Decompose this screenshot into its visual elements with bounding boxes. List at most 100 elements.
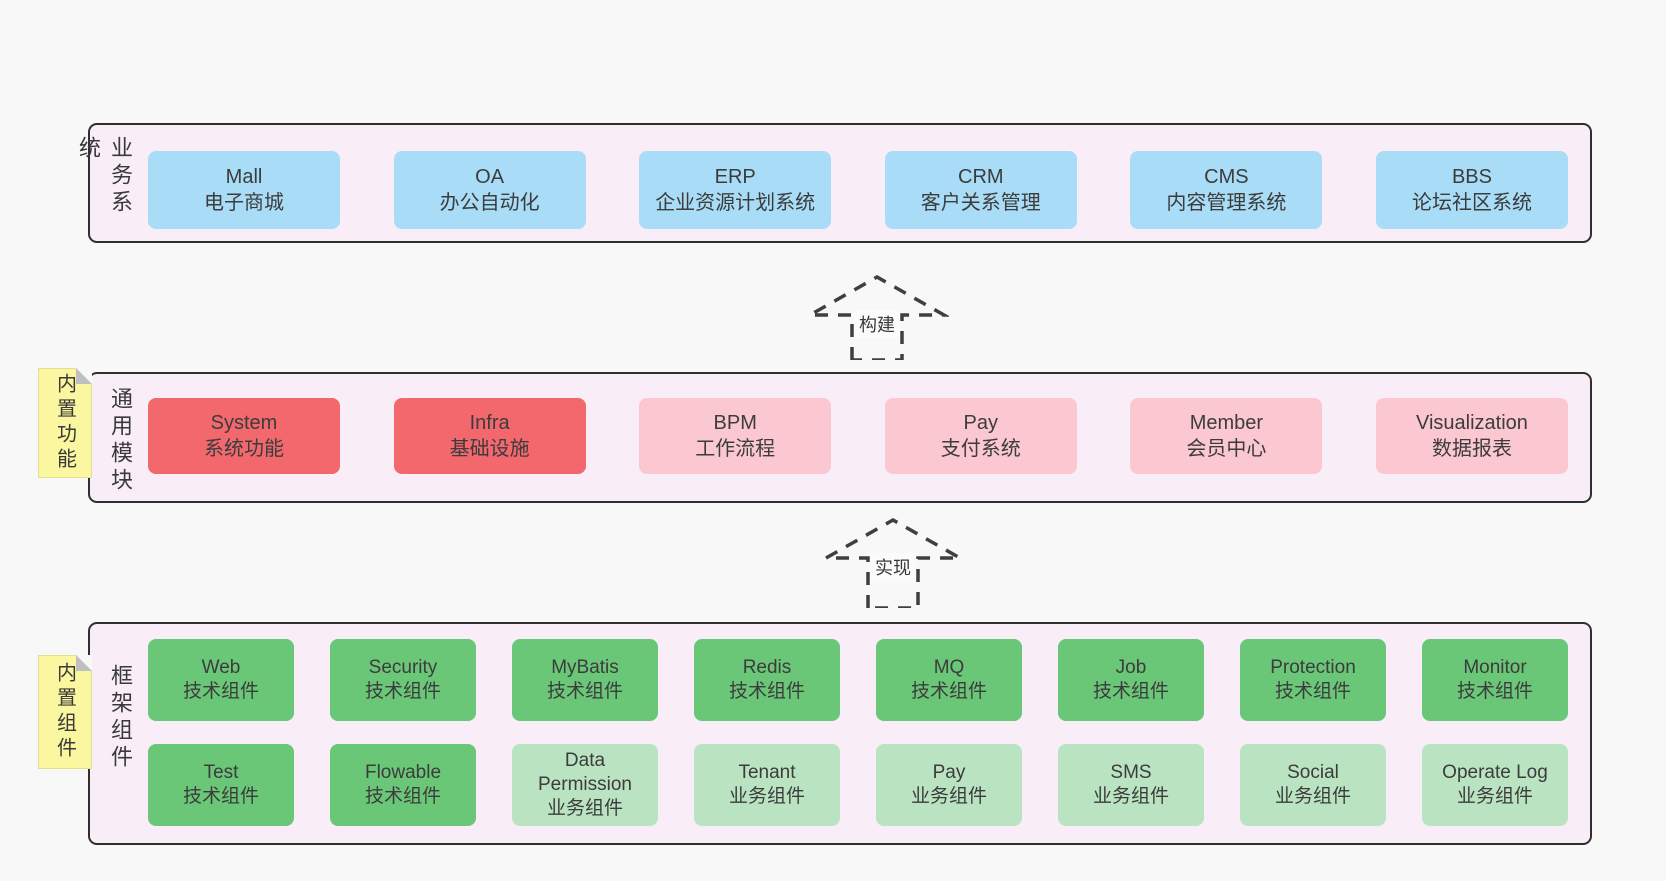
sticky-built-in-components: 内置组件 <box>38 655 92 769</box>
module-box-bpm: BPM 工作流程 <box>639 398 832 474</box>
module-box-subtitle: 企业资源计划系统 <box>655 192 816 214</box>
module-box-title: CRM <box>958 165 1004 188</box>
module-box-subtitle: 基础设施 <box>449 438 530 460</box>
sticky-built-in-features: 内置功能 <box>38 368 92 478</box>
module-box-data-permission: Data Permission 业务组件 <box>512 744 658 826</box>
module-box-subtitle: 业务组件 <box>1274 786 1351 807</box>
module-box-title: Web <box>201 656 241 678</box>
module-box-title: Monitor <box>1463 656 1527 678</box>
module-box-title: BPM <box>713 411 757 434</box>
module-box-security: Security 技术组件 <box>330 639 476 721</box>
module-box-mybatis: MyBatis 技术组件 <box>512 639 658 721</box>
build-arrow <box>805 274 949 360</box>
module-box-subtitle: 技术组件 <box>182 681 259 702</box>
module-box-title: Tenant <box>738 761 796 783</box>
module-box-erp: ERP 企业资源计划系统 <box>639 151 832 229</box>
module-box-subtitle: 数据报表 <box>1431 438 1512 460</box>
module-box-title: Infra <box>469 411 510 434</box>
module-box-subtitle: 论坛社区系统 <box>1411 192 1532 214</box>
module-box-system: System 系统功能 <box>148 398 340 474</box>
module-box-title: Pay <box>932 761 966 783</box>
band-framework-components-label: 框架组件 <box>108 664 133 772</box>
module-box-title: Redis <box>742 656 792 678</box>
module-box-title: Flowable <box>364 761 442 783</box>
module-box-subtitle: 技术组件 <box>1456 681 1533 702</box>
module-box-monitor: Monitor 技术组件 <box>1422 639 1568 721</box>
module-box-title: OA <box>475 165 505 188</box>
module-box-title: System <box>210 411 278 434</box>
module-box-title: Operate Log <box>1442 761 1548 783</box>
module-box-title: Visualization <box>1416 411 1528 434</box>
band-common-modules: 通用模块 System 系统功能 Infra 基础设施 BPM 工作流程 Pay 支付系统 Me… <box>88 372 1592 503</box>
module-box-pay: Pay 业务组件 <box>876 744 1022 826</box>
module-box-redis: Redis 技术组件 <box>694 639 840 721</box>
module-box-title: Security <box>368 656 438 678</box>
module-box-subtitle: 业务组件 <box>728 786 805 807</box>
implement-arrow <box>821 516 965 608</box>
module-box-crm: CRM 客户关系管理 <box>884 151 1077 229</box>
module-box-tenant: Tenant 业务组件 <box>694 744 840 826</box>
module-box-subtitle: 技术组件 <box>910 681 987 702</box>
module-box-operate-log: Operate Log 业务组件 <box>1422 744 1568 826</box>
module-box-flowable: Flowable 技术组件 <box>330 744 476 826</box>
module-box-subtitle: 技术组件 <box>546 681 623 702</box>
module-box-title: Mall <box>225 165 263 188</box>
module-box-subtitle: 技术组件 <box>364 681 441 702</box>
module-box-subtitle: 系统功能 <box>204 438 284 460</box>
module-box-subtitle: 技术组件 <box>364 786 441 807</box>
module-box-web: Web 技术组件 <box>148 639 294 721</box>
implement-arrow-shape <box>821 517 965 608</box>
implement-arrow-label: 实现 <box>870 553 916 581</box>
module-box-title: Data Permission <box>538 749 632 795</box>
module-box-title: Pay <box>963 411 999 434</box>
module-box-title: Protection <box>1270 656 1356 678</box>
module-box-infra: Infra 基础设施 <box>393 398 586 474</box>
module-box-subtitle: 业务组件 <box>910 786 987 807</box>
business-systems-row: Mall 电子商城 OA 办公自动化 ERP 企业资源计划系统 CRM 客户关系管理 CMS 内容… <box>148 151 1568 229</box>
sticky-built-in-features-label: 内置功能 <box>53 373 76 473</box>
module-box-subtitle: 电子商城 <box>204 192 284 214</box>
module-box-title: SMS <box>1110 761 1152 783</box>
module-box-subtitle: 办公自动化 <box>439 192 540 214</box>
module-box-subtitle: 支付系统 <box>940 438 1021 460</box>
module-box-title: CMS <box>1204 165 1249 188</box>
module-box-job: Job 技术组件 <box>1058 639 1204 721</box>
module-box-title: BBS <box>1451 165 1492 188</box>
module-box-subtitle: 客户关系管理 <box>920 192 1041 214</box>
module-box-title: MyBatis <box>551 656 619 678</box>
module-box-title: MQ <box>933 656 965 678</box>
module-box-protection: Protection 技术组件 <box>1240 639 1386 721</box>
band-business-systems-rows: Mall 电子商城 OA 办公自动化 ERP 企业资源计划系统 CRM 客户关系管理 CMS 内容… <box>148 125 1568 241</box>
module-box-oa: OA 办公自动化 <box>393 151 586 229</box>
sticky-built-in-components-label: 内置组件 <box>53 662 76 762</box>
module-box-title: Job <box>1115 656 1147 678</box>
module-box-mq: MQ 技术组件 <box>876 639 1022 721</box>
module-box-title: Test <box>203 761 239 783</box>
module-box-title: Member <box>1189 411 1264 434</box>
module-box-subtitle: 技术组件 <box>1274 681 1351 702</box>
module-box-title: ERP <box>714 165 756 188</box>
build-arrow-shape <box>805 274 949 360</box>
module-box-subtitle: 业务组件 <box>546 798 623 820</box>
module-box-cms: CMS 内容管理系统 <box>1130 151 1323 229</box>
module-box-subtitle: 业务组件 <box>1456 786 1533 807</box>
module-box-subtitle: 技术组件 <box>1092 681 1169 702</box>
band-common-modules-label: 通用模块 <box>108 387 133 495</box>
module-box-pay: Pay 支付系统 <box>884 398 1077 474</box>
module-box-subtitle: 内容管理系统 <box>1166 192 1287 214</box>
module-box-sms: SMS 业务组件 <box>1058 744 1204 826</box>
module-box-subtitle: 工作流程 <box>695 438 776 460</box>
module-box-subtitle: 业务组件 <box>1092 786 1169 807</box>
module-box-subtitle: 技术组件 <box>728 681 805 702</box>
